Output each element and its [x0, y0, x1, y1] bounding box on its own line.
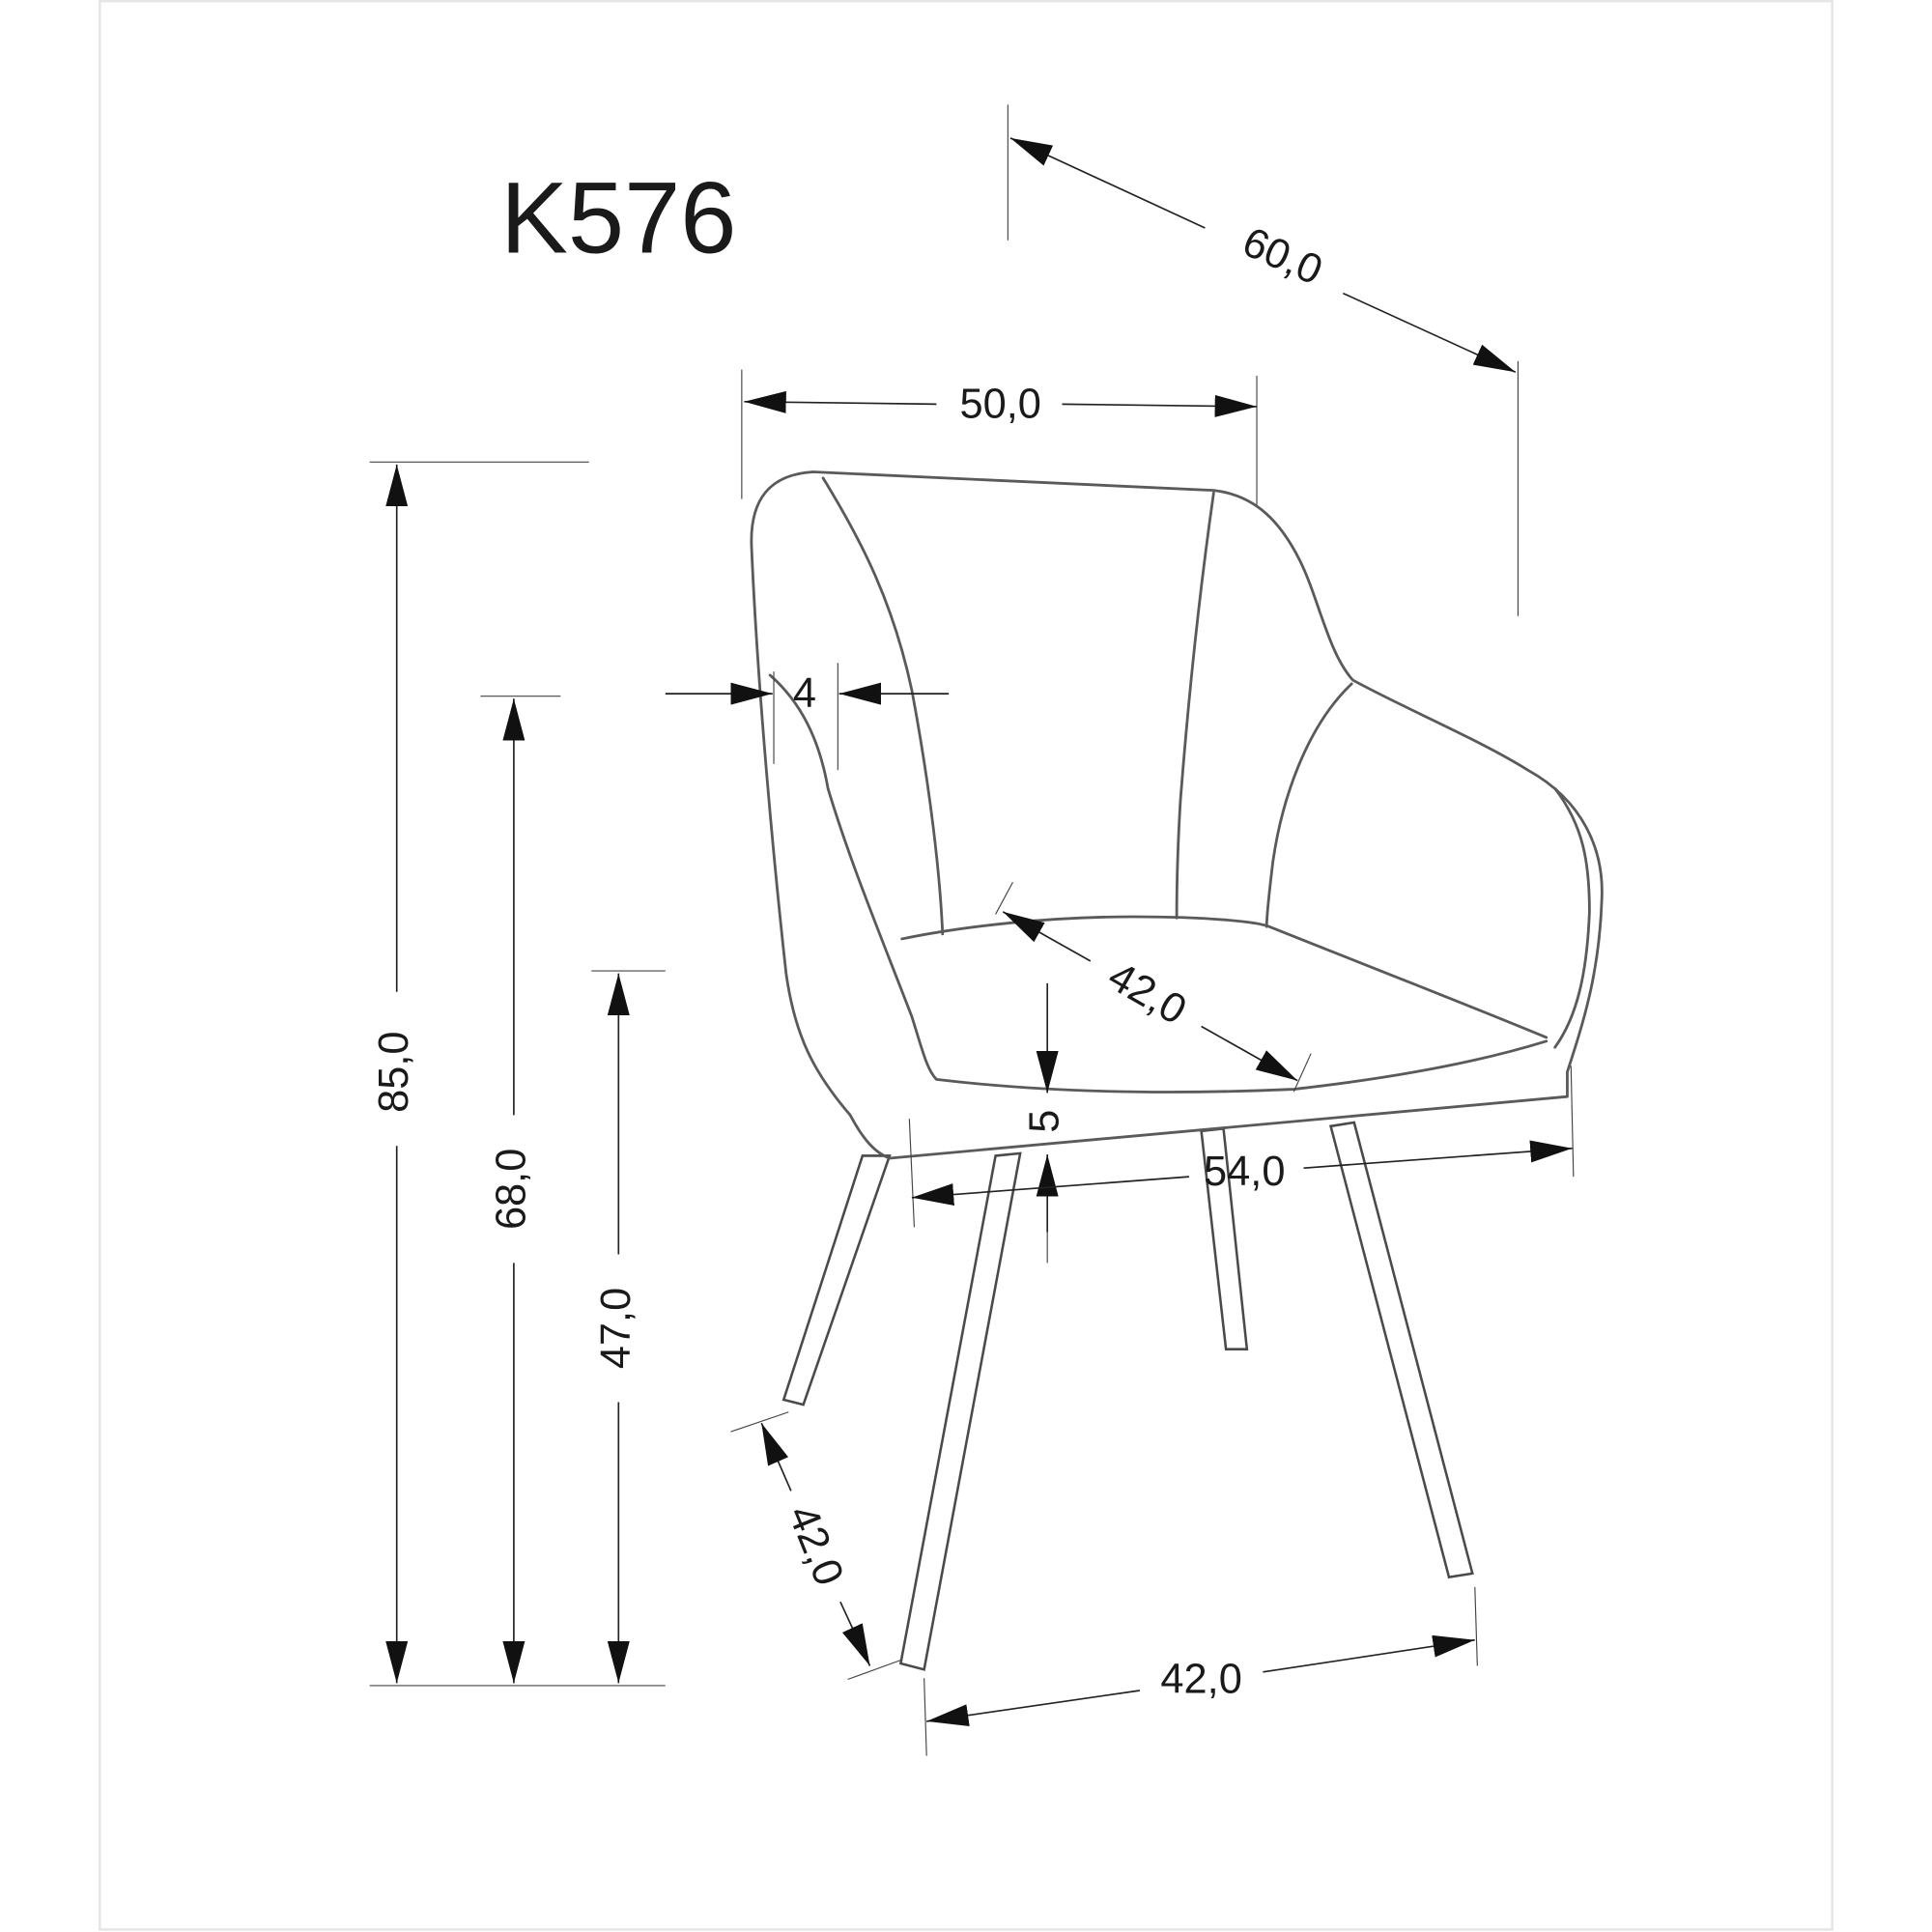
chair-arm-side-right	[1553, 786, 1591, 1049]
chair-illustration	[750, 470, 1604, 1671]
chair-back-seam-left	[821, 476, 945, 936]
dimension-5: 5	[1022, 982, 1068, 1233]
dimension-label-seat-depth: 42,0	[1100, 953, 1194, 1035]
dimension-label-armrest-height: 68,0	[488, 1149, 534, 1230]
dimension-label-leg-spread-depth: 42,0	[779, 1499, 852, 1592]
dimension-leg-depth: 42,0	[760, 1422, 871, 1666]
dimension-54: 54,0	[911, 1140, 1573, 1206]
chair-back-seam-right	[1175, 491, 1215, 920]
dimension-4: 4	[665, 670, 950, 717]
chair-inner-arm-left	[768, 673, 1548, 1094]
dimension-leg-width: 42,0	[926, 1634, 1475, 1727]
dimension-label-leg-spread-width: 42,0	[1160, 1657, 1241, 1703]
dimension-label-cushion-thickness: 5	[1022, 1110, 1068, 1133]
dimension-85: 85,0	[371, 464, 417, 1684]
chair-leg-front-left	[781, 1154, 892, 1406]
dimension-60: 60,0	[1009, 137, 1517, 373]
chair-arm-seam-right	[1264, 682, 1353, 928]
chair-outer-outline	[750, 470, 1604, 1160]
extension-lines	[369, 104, 1575, 1756]
dimension-68: 68,0	[488, 698, 534, 1684]
model-title: K576	[500, 161, 736, 274]
chair-leg-front-center	[898, 1151, 1022, 1671]
dimension-label-overall-height: 85,0	[371, 1031, 417, 1112]
chair-leg-right	[1328, 1121, 1474, 1579]
dimension-label-seat-width: 54,0	[1204, 1149, 1285, 1195]
dimension-label-overall-width: 50,0	[960, 381, 1041, 427]
dimension-label-armrest-thickness: 4	[793, 670, 816, 717]
page-border	[99, 0, 1833, 1931]
dimension-50: 50,0	[744, 381, 1258, 427]
dimension-label-seat-height: 47,0	[593, 1288, 639, 1369]
dimension-47: 47,0	[593, 973, 639, 1684]
chair-seat-back-edge	[900, 915, 1548, 1039]
